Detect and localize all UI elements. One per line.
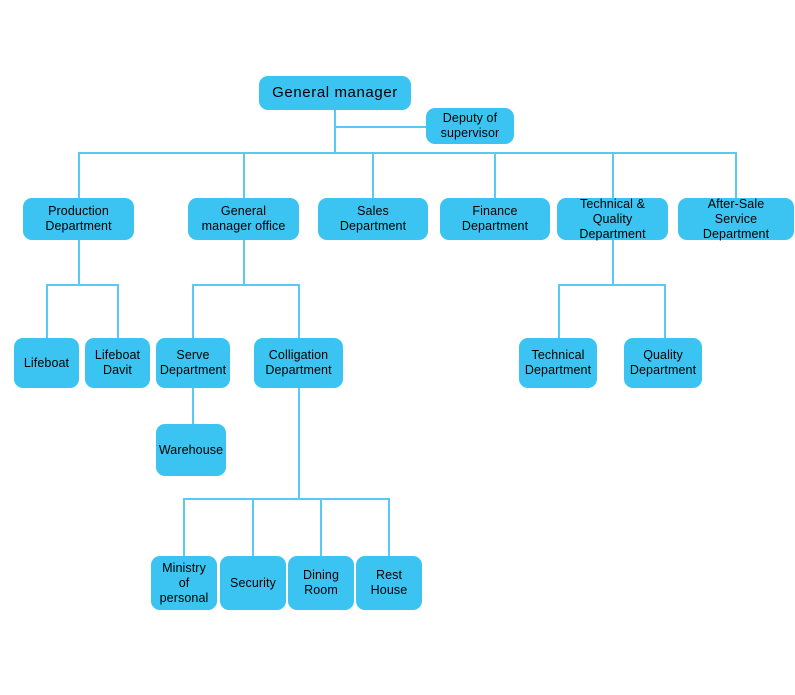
connector-drop-lifeboat-davit (117, 284, 119, 338)
connector-drop-production (78, 152, 80, 198)
connector-drop-rest-house (388, 498, 390, 556)
node-serve-department[interactable]: Serve Department (156, 338, 230, 388)
node-production-department[interactable]: Production Department (23, 198, 134, 240)
node-general-manager-office[interactable]: General manager office (188, 198, 299, 240)
connector-technical-quality-stem (612, 240, 614, 284)
node-warehouse[interactable]: Warehouse (156, 424, 226, 476)
connector-drop-security (252, 498, 254, 556)
connector-drop-technical (558, 284, 560, 338)
node-technical-department[interactable]: Technical Department (519, 338, 597, 388)
node-finance-department[interactable]: Finance Department (440, 198, 550, 240)
connector-drop-colligation (298, 284, 300, 338)
connector-production-bus (46, 284, 118, 286)
node-general-manager[interactable]: General manager (259, 76, 411, 110)
node-after-sale-service-department[interactable]: After-Sale Service Department (678, 197, 794, 241)
connector-serve-to-warehouse (192, 388, 194, 424)
node-quality-department[interactable]: Quality Department (624, 338, 702, 388)
node-technical-quality-department[interactable]: Technical & Quality Department (557, 197, 668, 241)
connector-gm-office-bus (192, 284, 299, 286)
connector-drop-serve (192, 284, 194, 338)
node-ministry-of-personal[interactable]: Ministry of personal (151, 556, 217, 610)
connector-production-stem (78, 240, 80, 284)
connector-drop-sales (372, 152, 374, 198)
node-rest-house[interactable]: Rest House (356, 556, 422, 610)
connector-drop-after-sale (735, 152, 737, 198)
connector-drop-quality (664, 284, 666, 338)
node-colligation-department[interactable]: Colligation Department (254, 338, 343, 388)
node-deputy-supervisor[interactable]: Deputy of supervisor (426, 108, 514, 144)
connector-bottom-bus (183, 498, 389, 500)
connector-drop-finance (494, 152, 496, 198)
node-dining-room[interactable]: Dining Room (288, 556, 354, 610)
node-lifeboat-davit[interactable]: Lifeboat Davit (85, 338, 150, 388)
connector-drop-gm-office (243, 152, 245, 198)
connector-gm-trunk (334, 110, 336, 152)
connector-colligation-stem (298, 388, 300, 498)
connector-technical-quality-bus (558, 284, 665, 286)
node-lifeboat[interactable]: Lifeboat (14, 338, 79, 388)
connector-gm-to-deputy (334, 126, 426, 128)
connector-drop-lifeboat (46, 284, 48, 338)
connector-drop-technical-quality (612, 152, 614, 198)
node-sales-department[interactable]: Sales Department (318, 198, 428, 240)
connector-drop-dining-room (320, 498, 322, 556)
connector-drop-ministry (183, 498, 185, 556)
connector-gm-office-stem (243, 240, 245, 284)
connector-main-bus (78, 152, 736, 154)
node-security[interactable]: Security (220, 556, 286, 610)
